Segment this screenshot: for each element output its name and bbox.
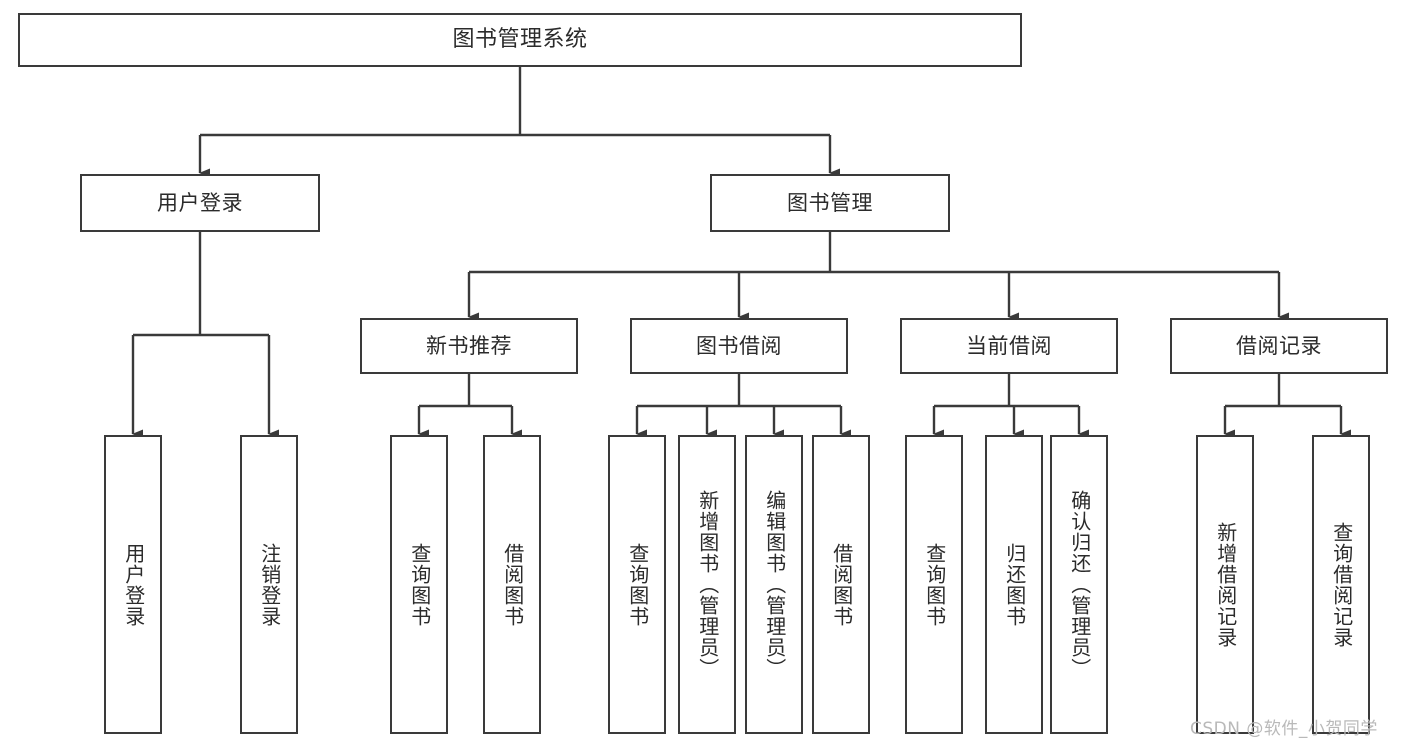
node-label: 当前借阅 <box>966 333 1052 358</box>
node-login[interactable]: 用户登录 <box>80 174 320 232</box>
node-label: 新增图书（管理员） <box>695 490 720 679</box>
node-l_q1[interactable]: 查询图书 <box>390 435 448 734</box>
node-l_q2[interactable]: 查询图书 <box>608 435 666 734</box>
watermark-text: CSDN @软件_小贺同学 <box>1190 719 1378 739</box>
node-label: 查询借阅记录 <box>1329 521 1354 648</box>
node-l_qrec[interactable]: 查询借阅记录 <box>1312 435 1370 734</box>
node-borrow[interactable]: 图书借阅 <box>630 318 848 374</box>
node-label: 借阅图书 <box>829 542 854 627</box>
node-label: 借阅图书 <box>500 542 525 627</box>
node-label: 图书管理 <box>787 190 873 215</box>
node-l_b2[interactable]: 借阅图书 <box>812 435 870 734</box>
node-current[interactable]: 当前借阅 <box>900 318 1118 374</box>
node-l_edit[interactable]: 编辑图书（管理员） <box>745 435 803 734</box>
node-l_login[interactable]: 用户登录 <box>104 435 162 734</box>
node-label: 新增借阅记录 <box>1213 521 1238 648</box>
node-root[interactable]: 图书管理系统 <box>18 13 1022 67</box>
node-label: 图书借阅 <box>696 333 782 358</box>
node-label: 用户登录 <box>121 542 146 627</box>
node-l_logout[interactable]: 注销登录 <box>240 435 298 734</box>
node-label: 新书推荐 <box>426 333 512 358</box>
node-label: 确认归还（管理员） <box>1067 490 1092 679</box>
edge-group <box>131 67 1351 439</box>
node-bookmgmt[interactable]: 图书管理 <box>710 174 950 232</box>
node-l_addrec[interactable]: 新增借阅记录 <box>1196 435 1254 734</box>
node-label: 查询图书 <box>407 542 432 627</box>
node-label: 编辑图书（管理员） <box>762 490 787 679</box>
node-l_conf[interactable]: 确认归还（管理员） <box>1050 435 1108 734</box>
node-label: 借阅记录 <box>1236 333 1322 358</box>
node-l_q3[interactable]: 查询图书 <box>905 435 963 734</box>
node-label: 注销登录 <box>257 542 282 627</box>
node-l_ret[interactable]: 归还图书 <box>985 435 1043 734</box>
node-label: 图书管理系统 <box>452 27 588 53</box>
node-label: 用户登录 <box>157 190 243 215</box>
node-l_b1[interactable]: 借阅图书 <box>483 435 541 734</box>
node-label: 查询图书 <box>625 542 650 627</box>
node-records[interactable]: 借阅记录 <box>1170 318 1388 374</box>
node-label: 查询图书 <box>922 542 947 627</box>
node-newrec[interactable]: 新书推荐 <box>360 318 578 374</box>
node-l_add[interactable]: 新增图书（管理员） <box>678 435 736 734</box>
node-label: 归还图书 <box>1002 542 1027 627</box>
